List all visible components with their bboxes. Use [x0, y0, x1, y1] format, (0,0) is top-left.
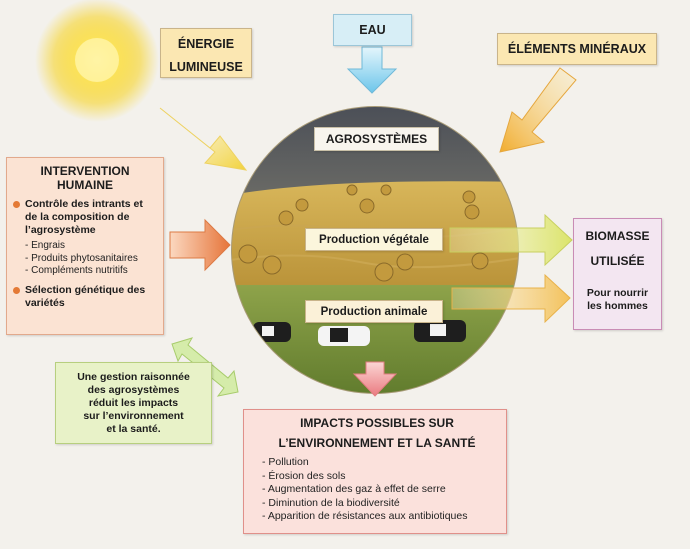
energy-title-line1: ÉNERGIE — [177, 37, 235, 51]
production-vegetale-label: Production végétale — [319, 234, 429, 246]
bullet-line: de la composition de — [25, 211, 130, 223]
energy-title-line2: LUMINEUSE — [169, 60, 243, 74]
agrosystems-title: AGROSYSTÈMES — [325, 132, 428, 146]
production-vegetale-label-box: Production végétale — [305, 228, 443, 251]
output-arrow-animale — [451, 273, 571, 324]
list-item: - Pollution — [262, 456, 309, 468]
list-item: - Diminution de la biodiversité — [262, 496, 400, 509]
bullet-dot-icon — [13, 286, 20, 294]
production-animale-label-box: Production animale — [305, 300, 443, 323]
production-animale-label: Production animale — [320, 306, 428, 318]
biomass-title-line2: UTILISÉE — [590, 254, 645, 268]
agrosystems-box: AGROSYSTÈMES — [314, 127, 439, 151]
bullet-line: l’agrosystème — [25, 224, 96, 236]
water-arrow — [346, 46, 398, 94]
biomass-title-line1: BIOMASSE — [585, 229, 650, 243]
list-item: - Engrais — [25, 240, 66, 251]
management-line: Une gestion raisonnée — [77, 371, 190, 383]
minerals-title: ÉLÉMENTS MINÉRAUX — [507, 42, 647, 56]
impacts-title-line2: L’ENVIRONNEMENT ET LA SANTÉ — [278, 436, 476, 450]
biomass-subtitle-line1: Pour nourrir — [586, 287, 649, 299]
intervention-title-line1: INTERVENTION — [40, 164, 130, 178]
bullet-line: Sélection génétique des — [25, 283, 146, 296]
mineral-arrow — [499, 67, 577, 153]
list-item: - Érosion des sols — [262, 469, 346, 482]
sun-icon — [35, 0, 159, 122]
biomass-subtitle-line2: les hommes — [587, 300, 648, 312]
management-line: des agrosystèmes — [87, 384, 180, 396]
bullet-line: Contrôle des intrants et — [25, 198, 143, 210]
management-line: réduit les impacts — [88, 397, 179, 409]
list-item: - Augmentation des gaz à effet de serre — [262, 483, 446, 495]
impacts-box: IMPACTS POSSIBLES SUR L’ENVIRONNEMENT ET… — [243, 409, 507, 534]
list-item: - Apparition de résistances aux antibiot… — [262, 510, 468, 522]
management-text: Une gestion raisonnée des agrosystèmes r… — [56, 371, 211, 436]
energy-box: ÉNERGIE LUMINEUSE — [160, 28, 252, 78]
intervention-box: INTERVENTION HUMAINE Contrôle des intran… — [6, 157, 164, 335]
management-box: Une gestion raisonnée des agrosystèmes r… — [55, 362, 212, 444]
management-line: sur l’environnement — [83, 410, 184, 422]
management-line: et la santé. — [106, 423, 161, 435]
bullet-line: variétés — [25, 296, 65, 309]
minerals-box: ÉLÉMENTS MINÉRAUX — [497, 33, 657, 65]
light-arrow — [159, 107, 248, 171]
bullet-dot-icon — [13, 201, 20, 208]
intervention-bullet-controle: Contrôle des intrants et de la compositi… — [13, 198, 157, 237]
biomass-box: BIOMASSE UTILISÉE Pour nourrir les homme… — [573, 218, 662, 330]
intervention-title-line2: HUMAINE — [57, 178, 113, 192]
intervention-sub-list: - Engrais - Produits phytosanitaires - C… — [13, 240, 157, 278]
water-box: EAU — [333, 14, 412, 46]
list-item: - Produits phytosanitaires — [25, 252, 138, 264]
list-item: - Compléments nutritifs — [25, 265, 128, 276]
intervention-bullet-selection: Sélection génétique des variétés — [13, 284, 157, 310]
impacts-title-line1: IMPACTS POSSIBLES SUR — [300, 416, 454, 430]
output-arrow-vegetale — [449, 213, 573, 267]
cow-icon — [253, 320, 466, 346]
water-title: EAU — [359, 23, 386, 37]
impact-arrow — [352, 361, 398, 397]
intervention-arrow — [169, 218, 231, 272]
